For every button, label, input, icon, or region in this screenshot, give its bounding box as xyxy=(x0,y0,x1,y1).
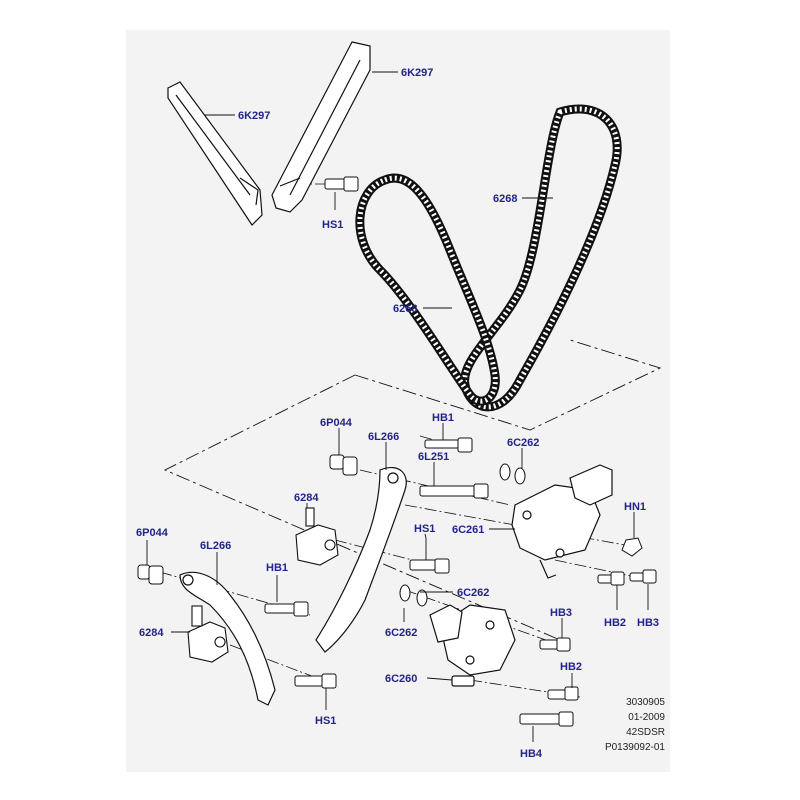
timing-chain-loops xyxy=(355,104,622,412)
drawing-date: 01-2009 xyxy=(628,712,665,723)
callout-hb2-right: HB2 xyxy=(604,617,626,629)
callout-6c262-middle: 6C262 xyxy=(457,587,489,599)
callout-6k297-left: 6K297 xyxy=(238,110,270,122)
pin-6p044-upper xyxy=(329,454,358,476)
leader-lines xyxy=(146,71,649,742)
callout-6l266-upper: 6L266 xyxy=(368,431,399,443)
callout-6284-lower: 6284 xyxy=(139,627,164,639)
hydraulic-tensioner-6c260 xyxy=(429,604,516,687)
callout-6l266-lower: 6L266 xyxy=(200,540,231,552)
callout-hn1: HN1 xyxy=(624,501,646,513)
callout-6284-upper: 6284 xyxy=(294,492,319,504)
bolt-hs1-upper xyxy=(324,176,359,192)
callout-hb1-upper: HB1 xyxy=(432,412,454,424)
callout-hs1-upper: HS1 xyxy=(322,219,343,231)
callout-6l251: 6L251 xyxy=(418,451,449,463)
callout-6c262-lower: 6C262 xyxy=(385,627,417,639)
callout-6c260: 6C260 xyxy=(385,673,417,685)
callout-6k297-right: 6K297 xyxy=(401,67,433,79)
callout-hs1-lower: HS1 xyxy=(315,715,336,727)
chain-tensioner-6284-upper xyxy=(295,507,339,566)
drawing-ref-number: 3030905 xyxy=(626,697,665,708)
callout-labels: 6K297 6K297 HS1 6268 6268 6P044 6L266 HB… xyxy=(136,67,659,760)
chain-tensioner-6284-lower xyxy=(187,605,229,663)
callout-hb3-middle: HB3 xyxy=(550,607,572,619)
callout-hs1-middle: HS1 xyxy=(414,523,435,535)
callout-6p044-lower: 6P044 xyxy=(136,527,169,539)
callout-hb1-lower: HB1 xyxy=(266,562,288,574)
callout-6268-lower: 6268 xyxy=(393,303,417,315)
callout-6c262-upper: 6C262 xyxy=(507,437,539,449)
assembly-outline xyxy=(163,339,662,641)
callout-6268-upper: 6268 xyxy=(493,193,517,205)
tensioner-arm-lower xyxy=(179,571,276,706)
tensioner-arm-upper xyxy=(315,467,407,653)
drawing-image-id: P0139092-01 xyxy=(604,742,665,753)
callout-hb4: HB4 xyxy=(520,748,543,760)
hydraulic-tensioner-6c261 xyxy=(511,464,613,579)
callout-6c261: 6C261 xyxy=(452,524,484,536)
drawing-reference-block: 3030905 01-2009 42SDSR P0139092-01 xyxy=(555,695,665,755)
callout-6p044-upper: 6P044 xyxy=(320,417,353,429)
callout-hb2-lower: HB2 xyxy=(560,661,582,673)
callout-hb3-right: HB3 xyxy=(637,617,659,629)
pin-6p044-lower xyxy=(137,564,164,585)
chain-guide-left xyxy=(167,81,263,226)
bolts-and-studs xyxy=(264,437,657,727)
drawing-model-code: 42SDSR xyxy=(626,727,665,738)
seals-6c262 xyxy=(399,463,526,607)
chain-guide-right xyxy=(271,41,371,213)
